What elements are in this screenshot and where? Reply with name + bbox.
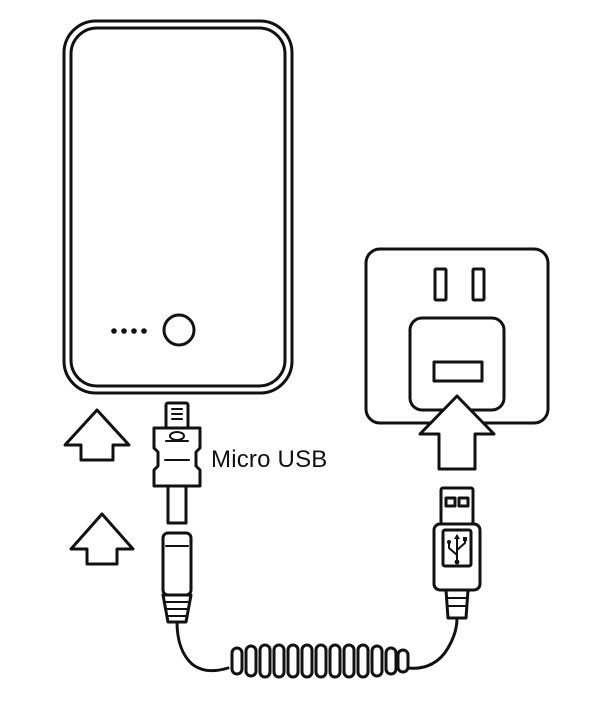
cable (175, 620, 230, 673)
battery-level-dots-icon (111, 328, 147, 334)
cable-plug-left (161, 531, 193, 624)
up-arrow-icon (418, 394, 496, 471)
usb-a-plug (432, 486, 482, 620)
usb-symbol-icon (447, 534, 467, 565)
micro-usb-label: Micro USB (211, 446, 328, 473)
coiled-cable (230, 643, 410, 679)
usb-port-icon (432, 360, 484, 383)
power-bank (62, 19, 294, 395)
up-arrow-icon (63, 408, 131, 462)
cable (406, 616, 459, 670)
power-button-icon (162, 313, 196, 347)
up-arrow-icon (69, 512, 135, 566)
wall-adapter (408, 316, 506, 412)
micro-usb-connector (152, 401, 202, 525)
